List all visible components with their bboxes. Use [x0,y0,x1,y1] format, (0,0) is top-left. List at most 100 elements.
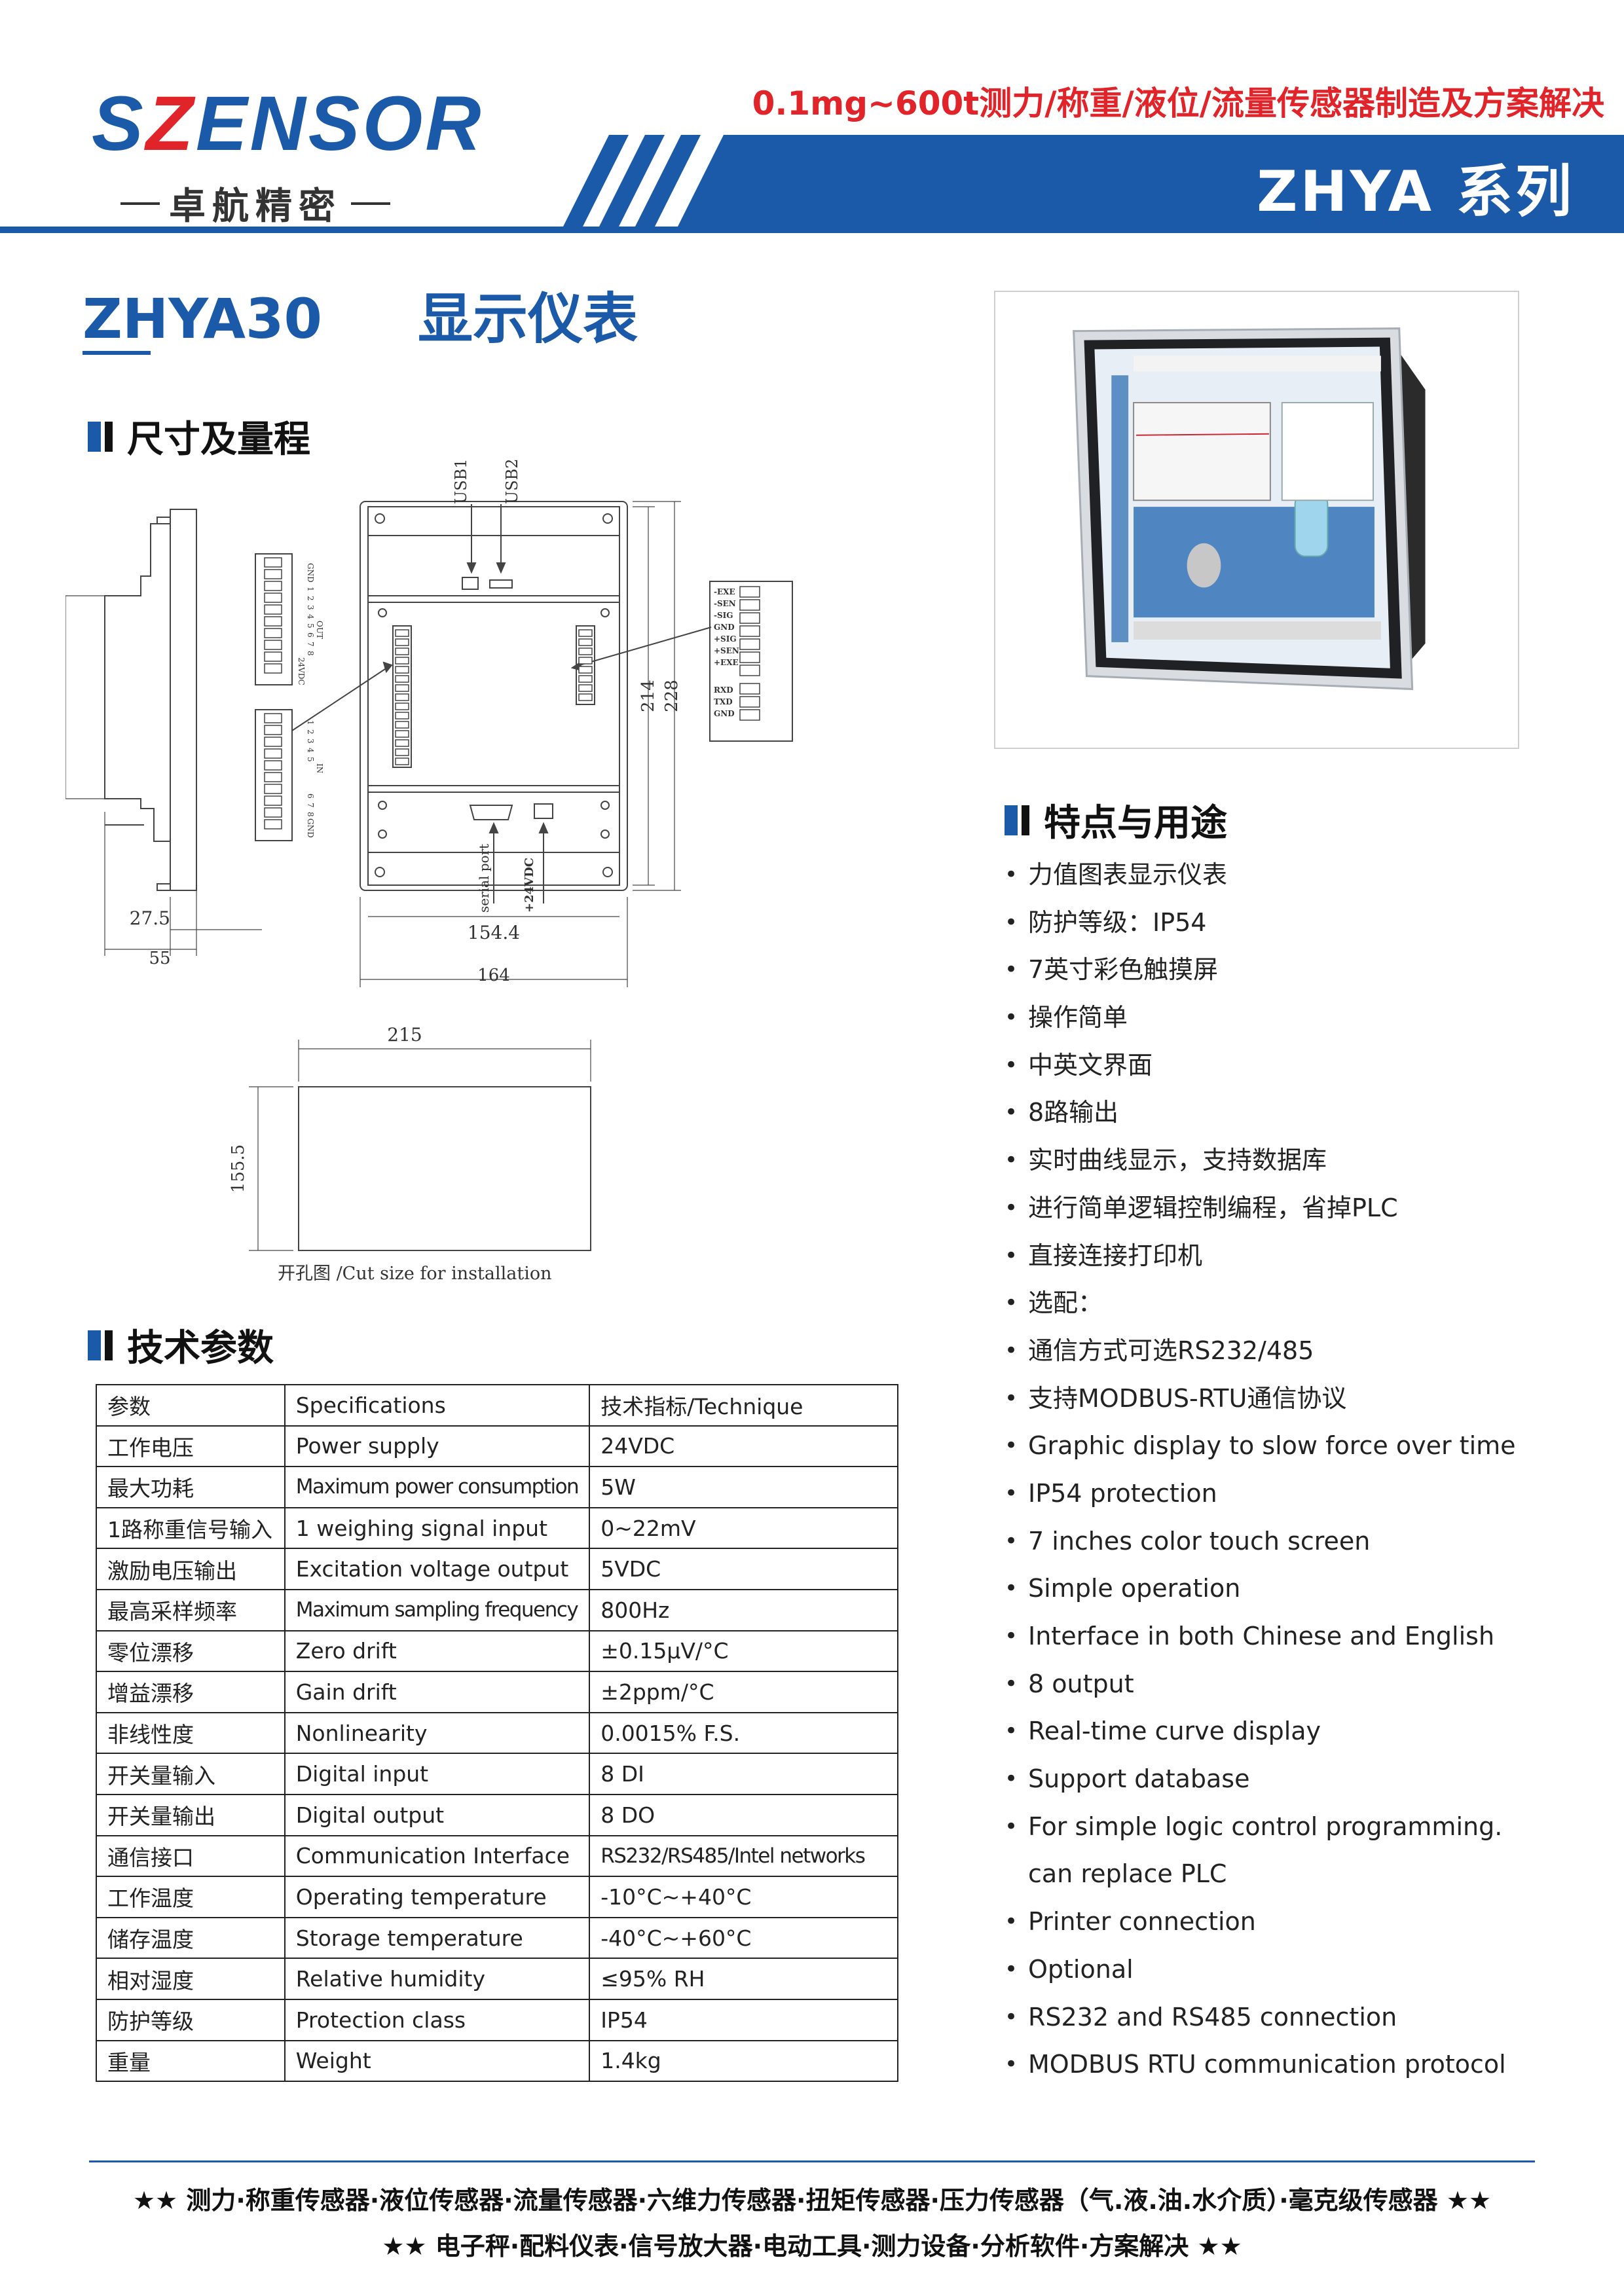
table-row: 增益漂移 Gain drift ±2ppm/°C [96,1671,898,1713]
label-usb2: USB2 [503,458,521,504]
lt-top-label: 2 [306,596,315,601]
dim-55: 55 [149,949,170,968]
table-cell: IP54 [589,1998,898,2041]
table-cell: Digital input [284,1753,591,1795]
feature-item-continuation: can replace PLC [1028,1859,1227,1889]
lt-bottom-label: GND [306,818,315,838]
feature-item: Optional [1005,1946,1516,1994]
features-list: 力值图表显示仪表 防护等级：IP54 7英寸彩色触摸屏 操作简单 中英文界面 8… [1005,851,1516,2088]
lt-top-label: GND [306,563,315,583]
table-cell: Communication Interface [284,1834,591,1878]
rt-label: GND [714,709,735,718]
table-cell: Nonlinearity [284,1711,591,1755]
table-cell: ±0.15μV/°C [589,1630,898,1673]
label-serial-port: serial port [476,844,492,913]
table-cell: Zero drift [284,1630,591,1673]
table-cell: 最高采样频率 [96,1588,286,1631]
lt-top-label: 4 [306,614,315,619]
table-cell: ±2ppm/°C [589,1671,898,1713]
lt-bottom-label: 6 [306,793,315,799]
feature-item: Real-time curve display [1005,1707,1516,1755]
table-row: 开关量输入 Digital input 8 DI [96,1753,898,1795]
lt-bottom-label: 4 [306,748,315,753]
lt-top-label: 3 [306,605,315,610]
feature-item: 中英文界面 [1005,1042,1516,1089]
table-cell: 1 weighing signal input [284,1506,591,1550]
table-cell: Gain drift [284,1671,591,1713]
rt-label: -SIG [714,611,733,620]
table-cell: Maximum power consumption [284,1466,591,1508]
table-cell: Maximum sampling frequency [284,1588,591,1631]
section-head-features: 特点与用途 [1005,793,1227,847]
table-cell: 储存温度 [96,1916,286,1959]
feature-item: 力值图表显示仪表 [1005,851,1516,899]
cutout-height: 155.5 [229,1144,248,1193]
lt-bottom-label: 1 [306,720,315,725]
feature-item: 7 inches color touch screen [1005,1518,1516,1565]
label-24vdc: +24VDC [523,858,536,913]
feature-item: 直接连接打印机 [1005,1232,1516,1280]
lt-top-label: 8 [306,651,315,656]
logo-wordmark: SZENSOR [92,81,484,167]
table-cell: 相对湿度 [96,1958,286,2000]
table-row: 通信接口 Communication Interface RS232/RS485… [96,1834,898,1878]
dim-228: 228 [662,680,682,712]
table-header-row: 参数 Specifications 技术指标/Technique [96,1384,898,1427]
table-row: 非线性度 Nonlinearity 0.0015% F.S. [96,1711,898,1755]
product-title: ZHYA30 显示仪表 [83,275,638,354]
table-cell: Excitation voltage output [284,1548,591,1590]
table-cell: Weight [284,2039,591,2083]
feature-item: 8路输出 [1005,1089,1516,1137]
table-cell: 零位漂移 [96,1630,286,1673]
rt-label: RXD [714,685,733,695]
lt-top-label: 6 [306,632,315,638]
cutout-width: 215 [387,1024,422,1046]
feature-item: 操作简单 [1005,994,1516,1042]
lt-top-label: 24VDC [297,657,306,685]
table-cell: 工作电压 [96,1425,286,1468]
table-cell: 5VDC [589,1548,898,1590]
label-usb1: USB1 [452,458,470,504]
cutout-caption: 开孔图 /Cut size for installation [278,1264,552,1283]
table-cell: 防护等级 [96,1998,286,2041]
feature-item: 7英寸彩色触摸屏 [1005,946,1516,994]
table-row: 防护等级 Protection class IP54 [96,1998,898,2041]
rt-label: GND [714,623,735,632]
lt-bottom-label: 5 [306,757,315,762]
feature-item: 选配： [1005,1279,1516,1327]
table-cell: Relative humidity [284,1958,591,2000]
header-band [0,135,1624,233]
lt-bottom-label: 2 [306,729,315,735]
table-cell: Operating temperature [284,1876,591,1918]
table-row: 最大功耗 Maximum power consumption 5W [96,1466,898,1508]
table-cell: 24VDC [589,1425,898,1468]
table-cell: 8 DI [589,1753,898,1795]
table-cell: ≤95% RH [589,1958,898,2000]
table-row: 重量 Weight 1.4kg [96,2039,898,2083]
footer-divider [89,2160,1535,2162]
table-cell: 非线性度 [96,1711,286,1755]
feature-item: 防护等级：IP54 [1005,899,1516,947]
dimension-drawing: USB1 USB2 108 27.5 55 154.4 164 214 228 … [65,458,793,987]
lt-top-label: 7 [306,642,315,647]
feature-item: 8 output [1005,1660,1516,1708]
lt-top-label: 5 [306,623,315,629]
feature-item: RS232 and RS485 connection [1005,1994,1516,2041]
table-cell: 0~22mV [589,1506,898,1550]
rt-label: -SEN [714,599,736,608]
footer-line-1: ★★ 测力·称重传感器·液位传感器·流量传感器·六维力传感器·扭矩传感器·压力传… [132,2186,1492,2215]
table-cell: 开关量输入 [96,1753,286,1795]
table-row: 储存温度 Storage temperature -40°C~+60°C [96,1916,898,1959]
feature-item: Interface in both Chinese and English [1005,1613,1516,1660]
lt-bottom-label: 8 [306,812,315,817]
table-cell: Digital output [284,1793,591,1836]
product-title-underline [83,351,151,355]
feature-item: IP54 protection [1005,1470,1516,1518]
table-row: 开关量输出 Digital output 8 DO [96,1793,898,1836]
table-row: 激励电压输出 Excitation voltage output 5VDC [96,1548,898,1590]
table-cell: Storage temperature [284,1916,591,1959]
table-row: 工作温度 Operating temperature -10°C~+40°C [96,1876,898,1918]
feature-item: 进行简单逻辑控制编程，省掉PLC [1005,1184,1516,1232]
lt-bottom-label: 3 [306,738,315,744]
cutout-drawing: 215 155.5 开孔图 /Cut size for installation [229,1024,591,1283]
